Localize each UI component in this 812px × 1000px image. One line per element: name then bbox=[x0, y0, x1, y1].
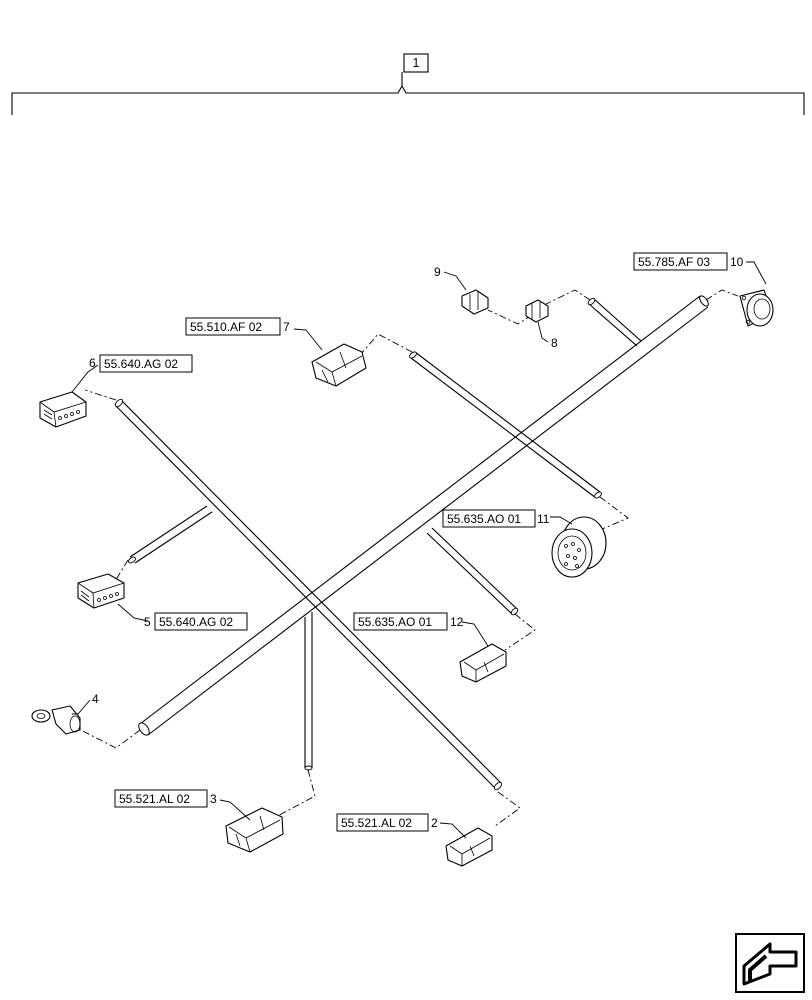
reference-3[interactable]: 55.521.AL 02 bbox=[119, 792, 190, 806]
reference-11[interactable]: 55.635.AO 01 bbox=[447, 512, 521, 526]
item-number-6: 6 bbox=[89, 356, 96, 370]
item-number-5: 5 bbox=[144, 615, 151, 629]
branch-12 bbox=[426, 527, 519, 616]
reference-7[interactable]: 55.510.AF 02 bbox=[190, 320, 262, 334]
item-number-4[interactable]: 4 bbox=[92, 692, 99, 706]
link-10 bbox=[705, 289, 739, 301]
link-8 bbox=[545, 289, 591, 305]
reference-2[interactable]: 55.521.AL 02 bbox=[341, 816, 412, 830]
branch-7-11 bbox=[409, 351, 602, 499]
item-number-12: 12 bbox=[450, 615, 464, 629]
link-11 bbox=[599, 496, 629, 531]
callout-5[interactable]: 5 55.640.AG 02 bbox=[144, 612, 248, 631]
branch-5 bbox=[128, 505, 213, 564]
link-9 bbox=[487, 309, 533, 325]
ring-terminal-4[interactable] bbox=[31, 705, 81, 735]
connector-12[interactable] bbox=[459, 643, 507, 683]
assembly-bracket: 1 bbox=[11, 53, 805, 115]
connector-3[interactable] bbox=[225, 807, 284, 853]
reference-10[interactable]: 55.785.AF 03 bbox=[638, 255, 710, 269]
callout-7[interactable]: 55.510.AF 02 7 bbox=[185, 317, 290, 336]
connection-lines bbox=[76, 289, 739, 827]
connector-5[interactable] bbox=[77, 573, 125, 609]
callout-6[interactable]: 6 55.640.AG 02 bbox=[89, 354, 193, 373]
leader-lines bbox=[71, 261, 767, 839]
connector-11[interactable] bbox=[551, 516, 607, 578]
item-number-11: 11 bbox=[537, 512, 550, 526]
reference-5[interactable]: 55.640.AG 02 bbox=[159, 615, 233, 629]
link-4 bbox=[76, 727, 141, 749]
connector-8[interactable] bbox=[525, 299, 549, 323]
connector-10[interactable] bbox=[739, 289, 774, 327]
connector-7[interactable] bbox=[311, 343, 367, 387]
callout-10[interactable]: 55.785.AF 03 10 bbox=[633, 252, 744, 271]
callout-11[interactable]: 55.635.AO 01 11 bbox=[442, 509, 550, 528]
link-7 bbox=[361, 333, 413, 354]
callout-3[interactable]: 55.521.AL 02 3 bbox=[114, 789, 217, 808]
main-trunk bbox=[138, 295, 709, 736]
link-2 bbox=[494, 791, 521, 827]
connector-9[interactable] bbox=[461, 289, 489, 315]
reference-12[interactable]: 55.635.AO 01 bbox=[358, 615, 432, 629]
item-number-2: 2 bbox=[431, 816, 438, 830]
assembly-number[interactable]: 1 bbox=[413, 56, 420, 70]
callout-12[interactable]: 55.635.AO 01 12 bbox=[353, 612, 464, 631]
link-3 bbox=[269, 769, 316, 821]
branch-3 bbox=[304, 612, 313, 771]
item-number-9[interactable]: 9 bbox=[434, 265, 441, 279]
item-number-3: 3 bbox=[210, 792, 217, 806]
connector-2[interactable] bbox=[445, 827, 493, 867]
link-12 bbox=[504, 613, 536, 651]
item-number-7: 7 bbox=[283, 320, 290, 334]
trunk-6-to-2 bbox=[114, 398, 503, 791]
item-number-10: 10 bbox=[730, 255, 744, 269]
branch-8-9 bbox=[587, 297, 642, 347]
link-6 bbox=[84, 389, 117, 401]
connector-6[interactable] bbox=[39, 391, 87, 428]
callout-9[interactable]: 9 bbox=[434, 265, 441, 279]
callout-8[interactable]: 8 bbox=[551, 336, 558, 350]
item-number-8[interactable]: 8 bbox=[551, 336, 558, 350]
reference-6[interactable]: 55.640.AG 02 bbox=[104, 357, 178, 371]
next-page-arrow-icon[interactable] bbox=[735, 933, 805, 993]
callout-2[interactable]: 55.521.AL 02 2 bbox=[336, 813, 438, 832]
harness-wires bbox=[114, 295, 709, 791]
callout-4[interactable]: 4 bbox=[92, 692, 99, 706]
